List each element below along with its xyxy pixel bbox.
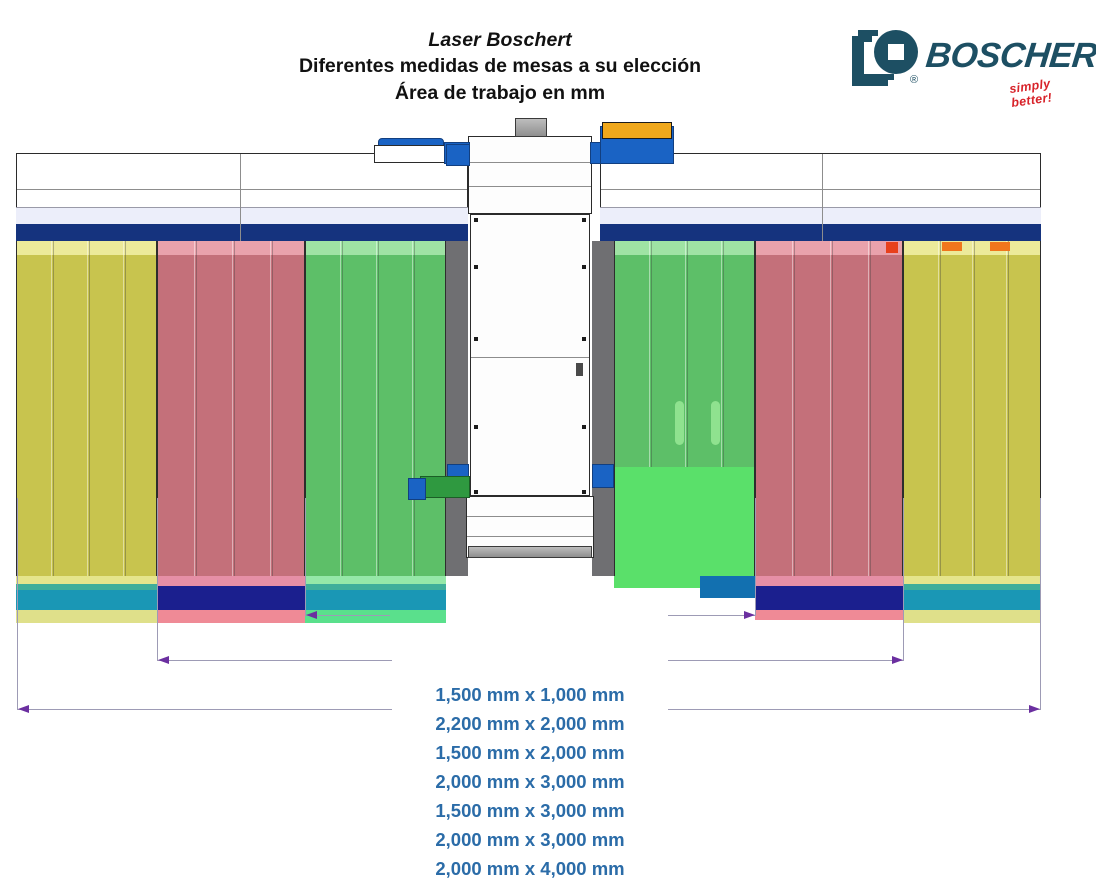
extension-line-mid-right bbox=[903, 498, 904, 661]
header: Laser Boschert Diferentes medidas de mes… bbox=[0, 0, 1096, 118]
frame-navy-band-right bbox=[600, 224, 1041, 241]
accessory-orange-box-right bbox=[602, 122, 672, 139]
machine-housing-rule-1 bbox=[469, 162, 591, 163]
yellow-zone-orange-marker-1 bbox=[942, 242, 962, 251]
dimension-arrow-outer-right bbox=[1029, 705, 1040, 713]
strip-red-right-b bbox=[755, 586, 903, 610]
strip-green-left-a bbox=[305, 576, 446, 584]
boschert-logo-mark bbox=[852, 30, 918, 86]
strip-yellow-right-b bbox=[903, 584, 1041, 590]
title-workarea: Área de trabajo en mm bbox=[394, 82, 606, 104]
strip-green-left-b bbox=[305, 584, 446, 590]
title-block: Laser Boschert Diferentes medidas de mes… bbox=[150, 28, 850, 107]
frame-lavender-band-left bbox=[16, 207, 468, 225]
title-subtitle: Diferentes medidas de mesas a su elecció… bbox=[298, 55, 702, 77]
strip-yellow-left-b bbox=[16, 584, 157, 590]
dimension-item-4: 2,000 mm x 3,000 mm bbox=[435, 771, 625, 792]
extension-line-outer-right bbox=[1040, 498, 1041, 710]
machine-side-latch-icon bbox=[576, 363, 583, 376]
dimension-arrow-mid-left bbox=[158, 656, 169, 664]
strip-green-right-b bbox=[700, 576, 755, 598]
dimension-list: 1,500 mm x 1,000 mm 2,200 mm x 2,000 mm … bbox=[400, 680, 660, 883]
strip-red-left-a bbox=[157, 576, 305, 586]
title-product: Laser Boschert bbox=[428, 29, 572, 51]
dimension-line-outer-left bbox=[17, 709, 392, 710]
dimension-line-outer-right bbox=[668, 709, 1041, 710]
extension-line-outer-left bbox=[17, 498, 18, 710]
machine-motor-blue bbox=[408, 478, 426, 500]
table-zone-red-right bbox=[755, 241, 903, 576]
frame-rule-right-1 bbox=[601, 189, 1040, 190]
machine-exhaust-cylinder bbox=[515, 118, 547, 137]
dimension-arrow-inner-right bbox=[744, 611, 755, 619]
machine-housing-rule-2 bbox=[469, 186, 591, 187]
table-zone-red-left bbox=[157, 241, 305, 576]
extension-line-inner-right bbox=[755, 498, 756, 616]
boschert-tagline: simply better! bbox=[1008, 76, 1053, 111]
frame-tick-left bbox=[240, 154, 241, 249]
boschert-wordmark: BOSCHERT bbox=[924, 36, 1096, 75]
zone-cap-green-left bbox=[306, 241, 445, 255]
dimension-item-2: 2,200 mm x 2,000 mm bbox=[435, 713, 625, 734]
strip-yellow-left-c bbox=[16, 590, 157, 610]
dimension-arrow-outer-left bbox=[18, 705, 29, 713]
dimension-arrow-inner-left bbox=[306, 611, 317, 619]
strip-red-left-b bbox=[157, 586, 305, 610]
machine-diagram: 1,500 mm x 1,000 mm 2,200 mm x 2,000 mm … bbox=[0, 118, 1096, 879]
strip-red-left-c bbox=[157, 610, 305, 623]
frame-lavender-band-right bbox=[600, 207, 1041, 225]
frame-rule-left-1 bbox=[17, 189, 467, 190]
table-zone-green-right bbox=[614, 241, 755, 577]
machine-base-cylinder bbox=[468, 546, 592, 558]
extension-line-inner-left bbox=[305, 498, 306, 616]
dimension-item-7: 2,000 mm x 4,000 mm bbox=[435, 858, 625, 879]
machine-rail-left bbox=[446, 241, 468, 576]
frame-tick-right bbox=[822, 154, 823, 249]
dimension-item-1: 1,500 mm x 1,000 mm bbox=[435, 684, 625, 705]
registered-trademark-icon: ® bbox=[910, 74, 919, 86]
machine-collar-right-bottom bbox=[592, 464, 614, 488]
table-zone-green-left bbox=[305, 241, 446, 576]
strip-yellow-left-a bbox=[16, 576, 157, 584]
dimension-line-inner-right bbox=[668, 615, 756, 616]
machine-rail-right bbox=[592, 241, 614, 576]
zone-cap-red-left bbox=[158, 241, 304, 255]
extension-line-mid-left bbox=[157, 498, 158, 661]
dimension-line-mid-right bbox=[668, 660, 904, 661]
zone-cap-red-right bbox=[756, 241, 902, 255]
yellow-zone-orange-marker-2 bbox=[990, 242, 1010, 251]
accessory-tray-left bbox=[374, 145, 454, 163]
strip-green-left-d bbox=[305, 610, 446, 623]
green-slot-detail-2 bbox=[711, 401, 720, 445]
machine-collar-left-top bbox=[446, 144, 470, 166]
strip-red-right-a bbox=[755, 576, 903, 586]
machine-tower-divider bbox=[471, 357, 589, 358]
dimension-line-inner-left bbox=[305, 615, 390, 616]
dimension-item-3: 1,500 mm x 2,000 mm bbox=[435, 742, 625, 763]
strip-red-right-c bbox=[755, 610, 903, 620]
machine-upper-housing bbox=[468, 136, 592, 214]
dimension-line-mid-left bbox=[157, 660, 392, 661]
dimension-arrow-mid-right bbox=[892, 656, 903, 664]
machine-main-tower bbox=[470, 214, 590, 496]
green-slot-detail-1 bbox=[675, 401, 684, 445]
strip-green-left-c bbox=[305, 590, 446, 610]
table-zone-yellow-left bbox=[16, 241, 157, 576]
dimension-item-5: 1,500 mm x 3,000 mm bbox=[435, 800, 625, 821]
frame-navy-band-left bbox=[16, 224, 468, 241]
strip-yellow-right-d bbox=[903, 610, 1041, 623]
zone-cap-yellow-left bbox=[17, 241, 156, 255]
table-zone-yellow-right bbox=[903, 241, 1041, 576]
green-lower-panel bbox=[615, 467, 754, 577]
red-zone-orange-marker bbox=[886, 242, 898, 253]
strip-yellow-right-a bbox=[903, 576, 1041, 584]
boschert-logo: BOSCHERT ® simply better! bbox=[848, 22, 1096, 110]
strip-yellow-right-c bbox=[903, 590, 1041, 610]
machine-motor-green bbox=[420, 476, 470, 498]
zone-cap-green-right bbox=[615, 241, 754, 255]
strip-yellow-left-d bbox=[16, 610, 157, 623]
dimension-item-6: 2,000 mm x 3,000 mm bbox=[435, 829, 625, 850]
